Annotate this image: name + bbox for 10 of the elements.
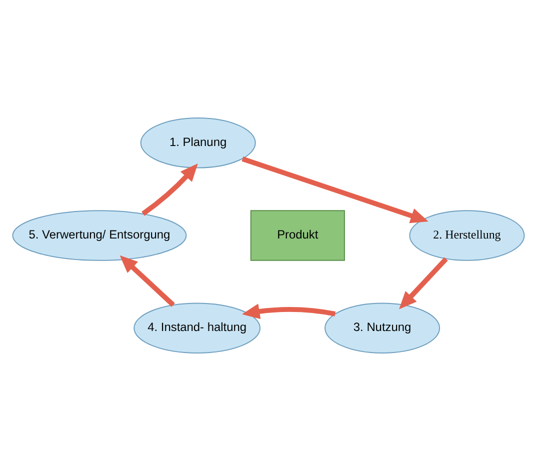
node-ellipse: 5. Verwertung/ Entsorgung (12, 210, 187, 260)
node-ellipse: 3. Nutzung (324, 302, 440, 354)
arrow (399, 256, 448, 309)
arrow (242, 303, 336, 319)
arrow (120, 254, 175, 306)
node-ellipse: 2. Herstellung (409, 210, 525, 260)
node-box: Produkt (250, 210, 345, 260)
node-ellipse: 1. Planung (140, 116, 256, 168)
arrow (242, 156, 428, 223)
arrow (142, 163, 198, 216)
